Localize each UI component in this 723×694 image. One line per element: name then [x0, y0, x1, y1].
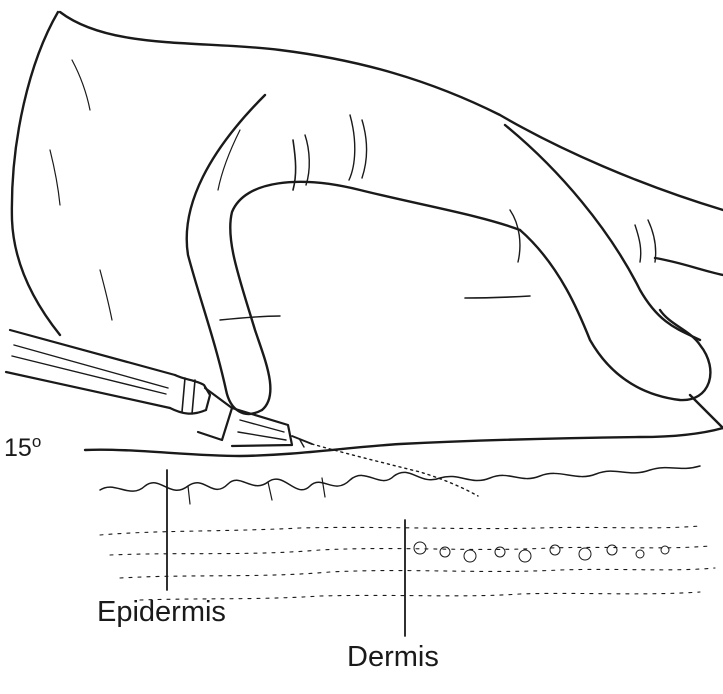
hand	[12, 12, 723, 428]
skin-surface	[85, 428, 723, 456]
angle-label: 15o	[4, 432, 41, 463]
dermis-label: Dermis	[347, 641, 439, 674]
epidermis-label: Epidermis	[97, 596, 226, 629]
skin-layers	[85, 428, 723, 600]
angle-value: 15	[4, 434, 32, 462]
epidermis-boundary	[100, 466, 700, 491]
angle-degree-symbol: o	[32, 432, 41, 451]
injector-pen	[6, 330, 312, 447]
